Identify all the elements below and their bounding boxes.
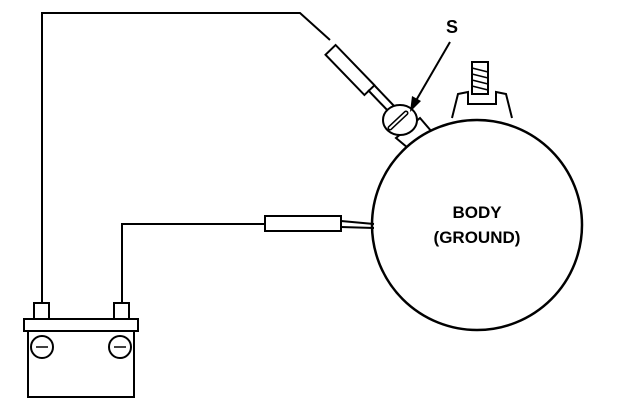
ground-label: (GROUND) bbox=[434, 228, 521, 247]
negative-probe-line-2 bbox=[340, 226, 375, 229]
negative-lead-connector bbox=[264, 215, 342, 232]
solenoid-label-s: S bbox=[446, 17, 458, 37]
battery-terminal-positive bbox=[33, 302, 50, 320]
battery bbox=[23, 302, 139, 398]
positive-probe-line bbox=[367, 89, 391, 114]
negative-probe-line bbox=[340, 220, 375, 225]
positive-lead-wire bbox=[41, 12, 331, 305]
battery-lid bbox=[23, 318, 139, 332]
battery-terminal-negative bbox=[113, 302, 130, 320]
solenoid-pointer-line bbox=[413, 41, 451, 105]
solenoid-pointer-arrowhead bbox=[410, 96, 421, 112]
positive-probe-line-2 bbox=[374, 85, 397, 109]
positive-lead-connector bbox=[324, 43, 376, 97]
negative-lead-wire bbox=[121, 223, 265, 305]
solenoid-terminal-s bbox=[382, 104, 434, 150]
terminal-boss bbox=[451, 61, 513, 119]
body-label: BODY bbox=[452, 203, 502, 222]
starter-body bbox=[370, 118, 584, 332]
